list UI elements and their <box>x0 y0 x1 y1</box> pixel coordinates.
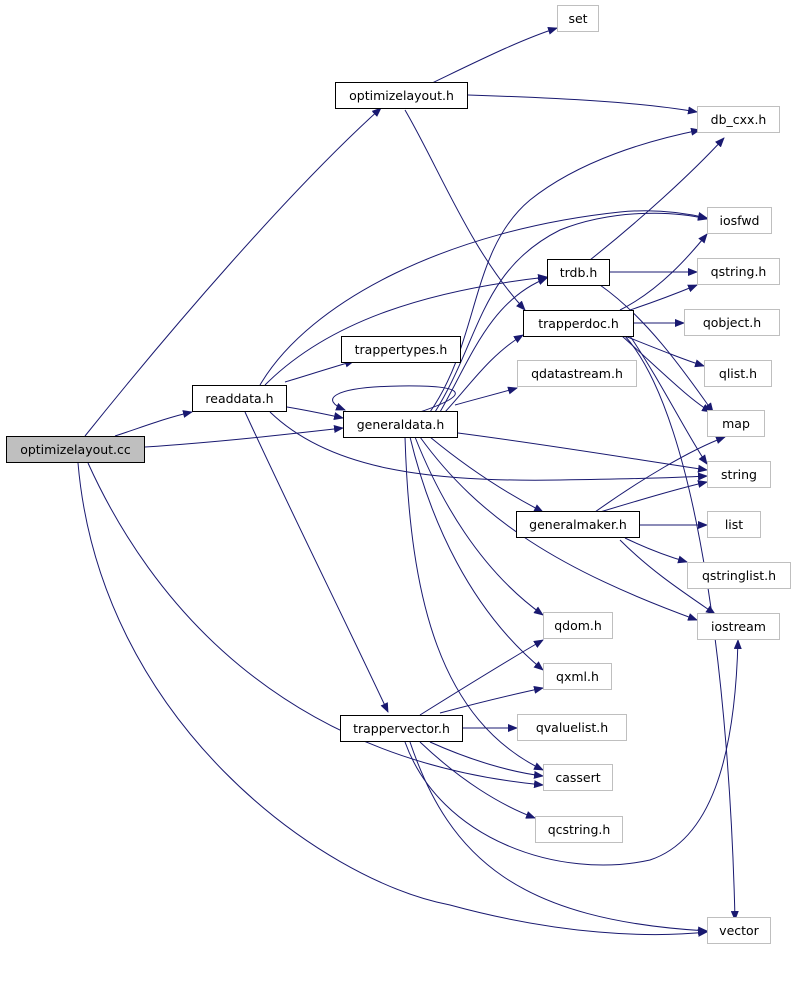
edge-generaldata-h-self <box>332 385 456 413</box>
edge-trappervector-h-to-iostream <box>404 639 742 866</box>
edge-generaldata-h-to-db-cxx-h <box>429 127 701 413</box>
node-trappertypes-h[interactable]: trappertypes.h <box>341 336 461 363</box>
node-qstring-h[interactable]: qstring.h <box>697 258 780 285</box>
edge-generaldata-h-to-iostream <box>419 436 698 621</box>
edge-generaldata-h-to-qdom-h <box>414 436 544 616</box>
edge-generaldata-h-to-generalmaker-h <box>429 436 544 513</box>
node-qdatastream-h[interactable]: qdatastream.h <box>517 360 637 387</box>
edge-optimizelayout-cc-to-readdata-h <box>114 410 193 437</box>
node-trappervector-h[interactable]: trappervector.h <box>340 715 463 742</box>
edge-generaldata-h-to-trdb-h <box>439 277 548 413</box>
edge-trdb-h-to-map <box>599 284 714 413</box>
edge-readdata-h-to-generaldata-h <box>286 406 344 420</box>
edge-generaldata-h-to-cassert <box>404 436 544 771</box>
edge-trappervector-h-to-cassert <box>429 741 544 779</box>
edge-optimizelayout-h-to-db-cxx-h <box>467 94 698 115</box>
node-cassert[interactable]: cassert <box>543 764 613 791</box>
edge-trappervector-h-to-qxml-h <box>439 685 544 714</box>
node-map[interactable]: map <box>707 410 765 437</box>
edge-optimizelayout-cc-to-cassert <box>87 462 544 789</box>
node-trdb-h[interactable]: trdb.h <box>547 259 610 286</box>
node-qxml-h[interactable]: qxml.h <box>543 663 612 690</box>
node-set[interactable]: set <box>557 5 599 32</box>
node-vector[interactable]: vector <box>707 917 771 944</box>
node-list[interactable]: list <box>707 511 761 538</box>
edge-generalmaker-h-to-qstringlist-h <box>624 537 688 564</box>
edge-trapperdoc-h-to-iosfwd <box>619 233 708 311</box>
node-generalmaker-h[interactable]: generalmaker.h <box>516 511 640 538</box>
edge-generaldata-h-to-trapperdoc-h <box>444 334 524 413</box>
edge-generaldata-h-to-qxml-h <box>409 436 544 671</box>
edge-readdata-h-to-iosfwd <box>259 210 708 386</box>
edge-generalmaker-h-to-map <box>594 436 726 513</box>
edge-trapperdoc-h-to-qlist-h <box>624 335 705 368</box>
edge-optimizelayout-cc-to-optimizelayout-h <box>84 107 382 437</box>
node-optimizelayout-h[interactable]: optimizelayout.h <box>335 82 468 109</box>
node-qlist-h[interactable]: qlist.h <box>704 360 772 387</box>
edge-trappervector-h-to-qcstring-h <box>419 741 536 819</box>
edge-optimizelayout-cc-to-generaldata-h <box>144 425 344 448</box>
edge-trappervector-h-to-qdom-h <box>419 639 544 716</box>
edge-readdata-h-to-trappervector-h <box>244 411 389 713</box>
node-readdata-h[interactable]: readdata.h <box>192 385 287 412</box>
edge-trapperdoc-h-to-string <box>629 335 708 465</box>
node-generaldata-h[interactable]: generaldata.h <box>343 411 458 438</box>
edge-generaldata-h-to-iosfwd <box>434 212 708 413</box>
node-qcstring-h[interactable]: qcstring.h <box>535 816 623 843</box>
edge-trappervector-h-to-vector <box>409 741 708 935</box>
edge-trapperdoc-h-to-qstring-h <box>629 284 698 311</box>
node-qvaluelist-h[interactable]: qvaluelist.h <box>517 714 627 741</box>
edge-generalmaker-h-to-iostream <box>619 539 716 615</box>
edge-readdata-h-to-trdb-h <box>264 274 548 386</box>
edge-generaldata-h-to-string <box>457 432 708 473</box>
edge-generalmaker-h-to-string <box>599 480 708 513</box>
node-trapperdoc-h[interactable]: trapperdoc.h <box>523 310 634 337</box>
edge-optimizelayout-h-to-set <box>429 26 558 85</box>
node-qdom-h[interactable]: qdom.h <box>543 612 613 639</box>
node-db-cxx-h[interactable]: db_cxx.h <box>697 106 780 133</box>
node-optimizelayout-cc[interactable]: optimizelayout.cc <box>6 436 145 463</box>
edge-generaldata-h-to-qdatastream-h <box>454 386 518 406</box>
node-qobject-h[interactable]: qobject.h <box>684 309 780 336</box>
edge-optimizelayout-cc-to-vector <box>77 462 708 937</box>
node-qstringlist-h[interactable]: qstringlist.h <box>687 562 791 589</box>
node-string[interactable]: string <box>707 461 771 488</box>
edge-trdb-h-to-db-cxx-h <box>589 137 725 261</box>
node-iosfwd[interactable]: iosfwd <box>707 207 772 234</box>
edge-optimizelayout-h-to-trapperdoc-h <box>404 109 526 311</box>
edge-readdata-h-to-trappertypes-h <box>284 359 355 383</box>
node-iostream[interactable]: iostream <box>697 613 780 640</box>
edge-readdata-h-to-string <box>269 411 708 481</box>
